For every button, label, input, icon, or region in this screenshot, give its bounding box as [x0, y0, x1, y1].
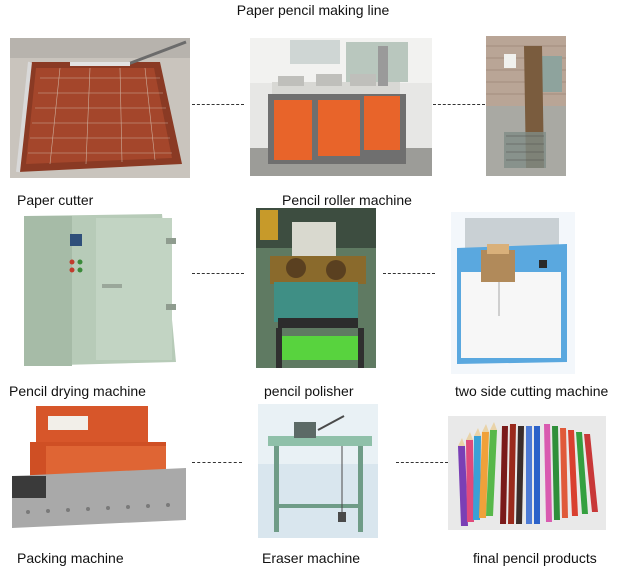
step-caption-pencil-roller-machine: Pencil roller machine — [282, 192, 412, 208]
packing-machine-photo — [8, 404, 186, 534]
flow-connector — [192, 273, 244, 274]
step-caption-pencil-polisher: pencil polisher — [264, 383, 354, 399]
eraser-machine-photo — [258, 404, 378, 538]
flow-connector — [396, 462, 448, 463]
pencil-polisher-photo — [256, 208, 376, 368]
step-caption-eraser-machine: Eraser machine — [262, 550, 361, 566]
flow-connector — [383, 273, 435, 274]
step-caption-two-side-cutting-machine: two side cutting machine — [455, 383, 609, 399]
flow-connector — [433, 104, 485, 105]
pencil-rack-photo — [486, 36, 566, 176]
step-caption-final-pencil-products: final pencil products — [473, 550, 597, 566]
final-pencil-products-photo — [448, 416, 606, 530]
two-side-cutting-machine-photo — [451, 212, 575, 374]
flow-connector — [192, 462, 242, 463]
step-caption-pencil-drying-machine: Pencil drying machine — [9, 383, 146, 399]
step-caption-packing-machine: Packing machine — [17, 550, 124, 566]
pencil-drying-machine-photo — [10, 208, 186, 372]
page-title: Paper pencil making line — [236, 2, 390, 18]
flow-connector — [192, 104, 244, 105]
pencil-roller-machine-photo — [250, 38, 432, 176]
paper-cutter-photo — [10, 38, 190, 178]
step-caption-paper-cutter: Paper cutter — [17, 192, 94, 208]
